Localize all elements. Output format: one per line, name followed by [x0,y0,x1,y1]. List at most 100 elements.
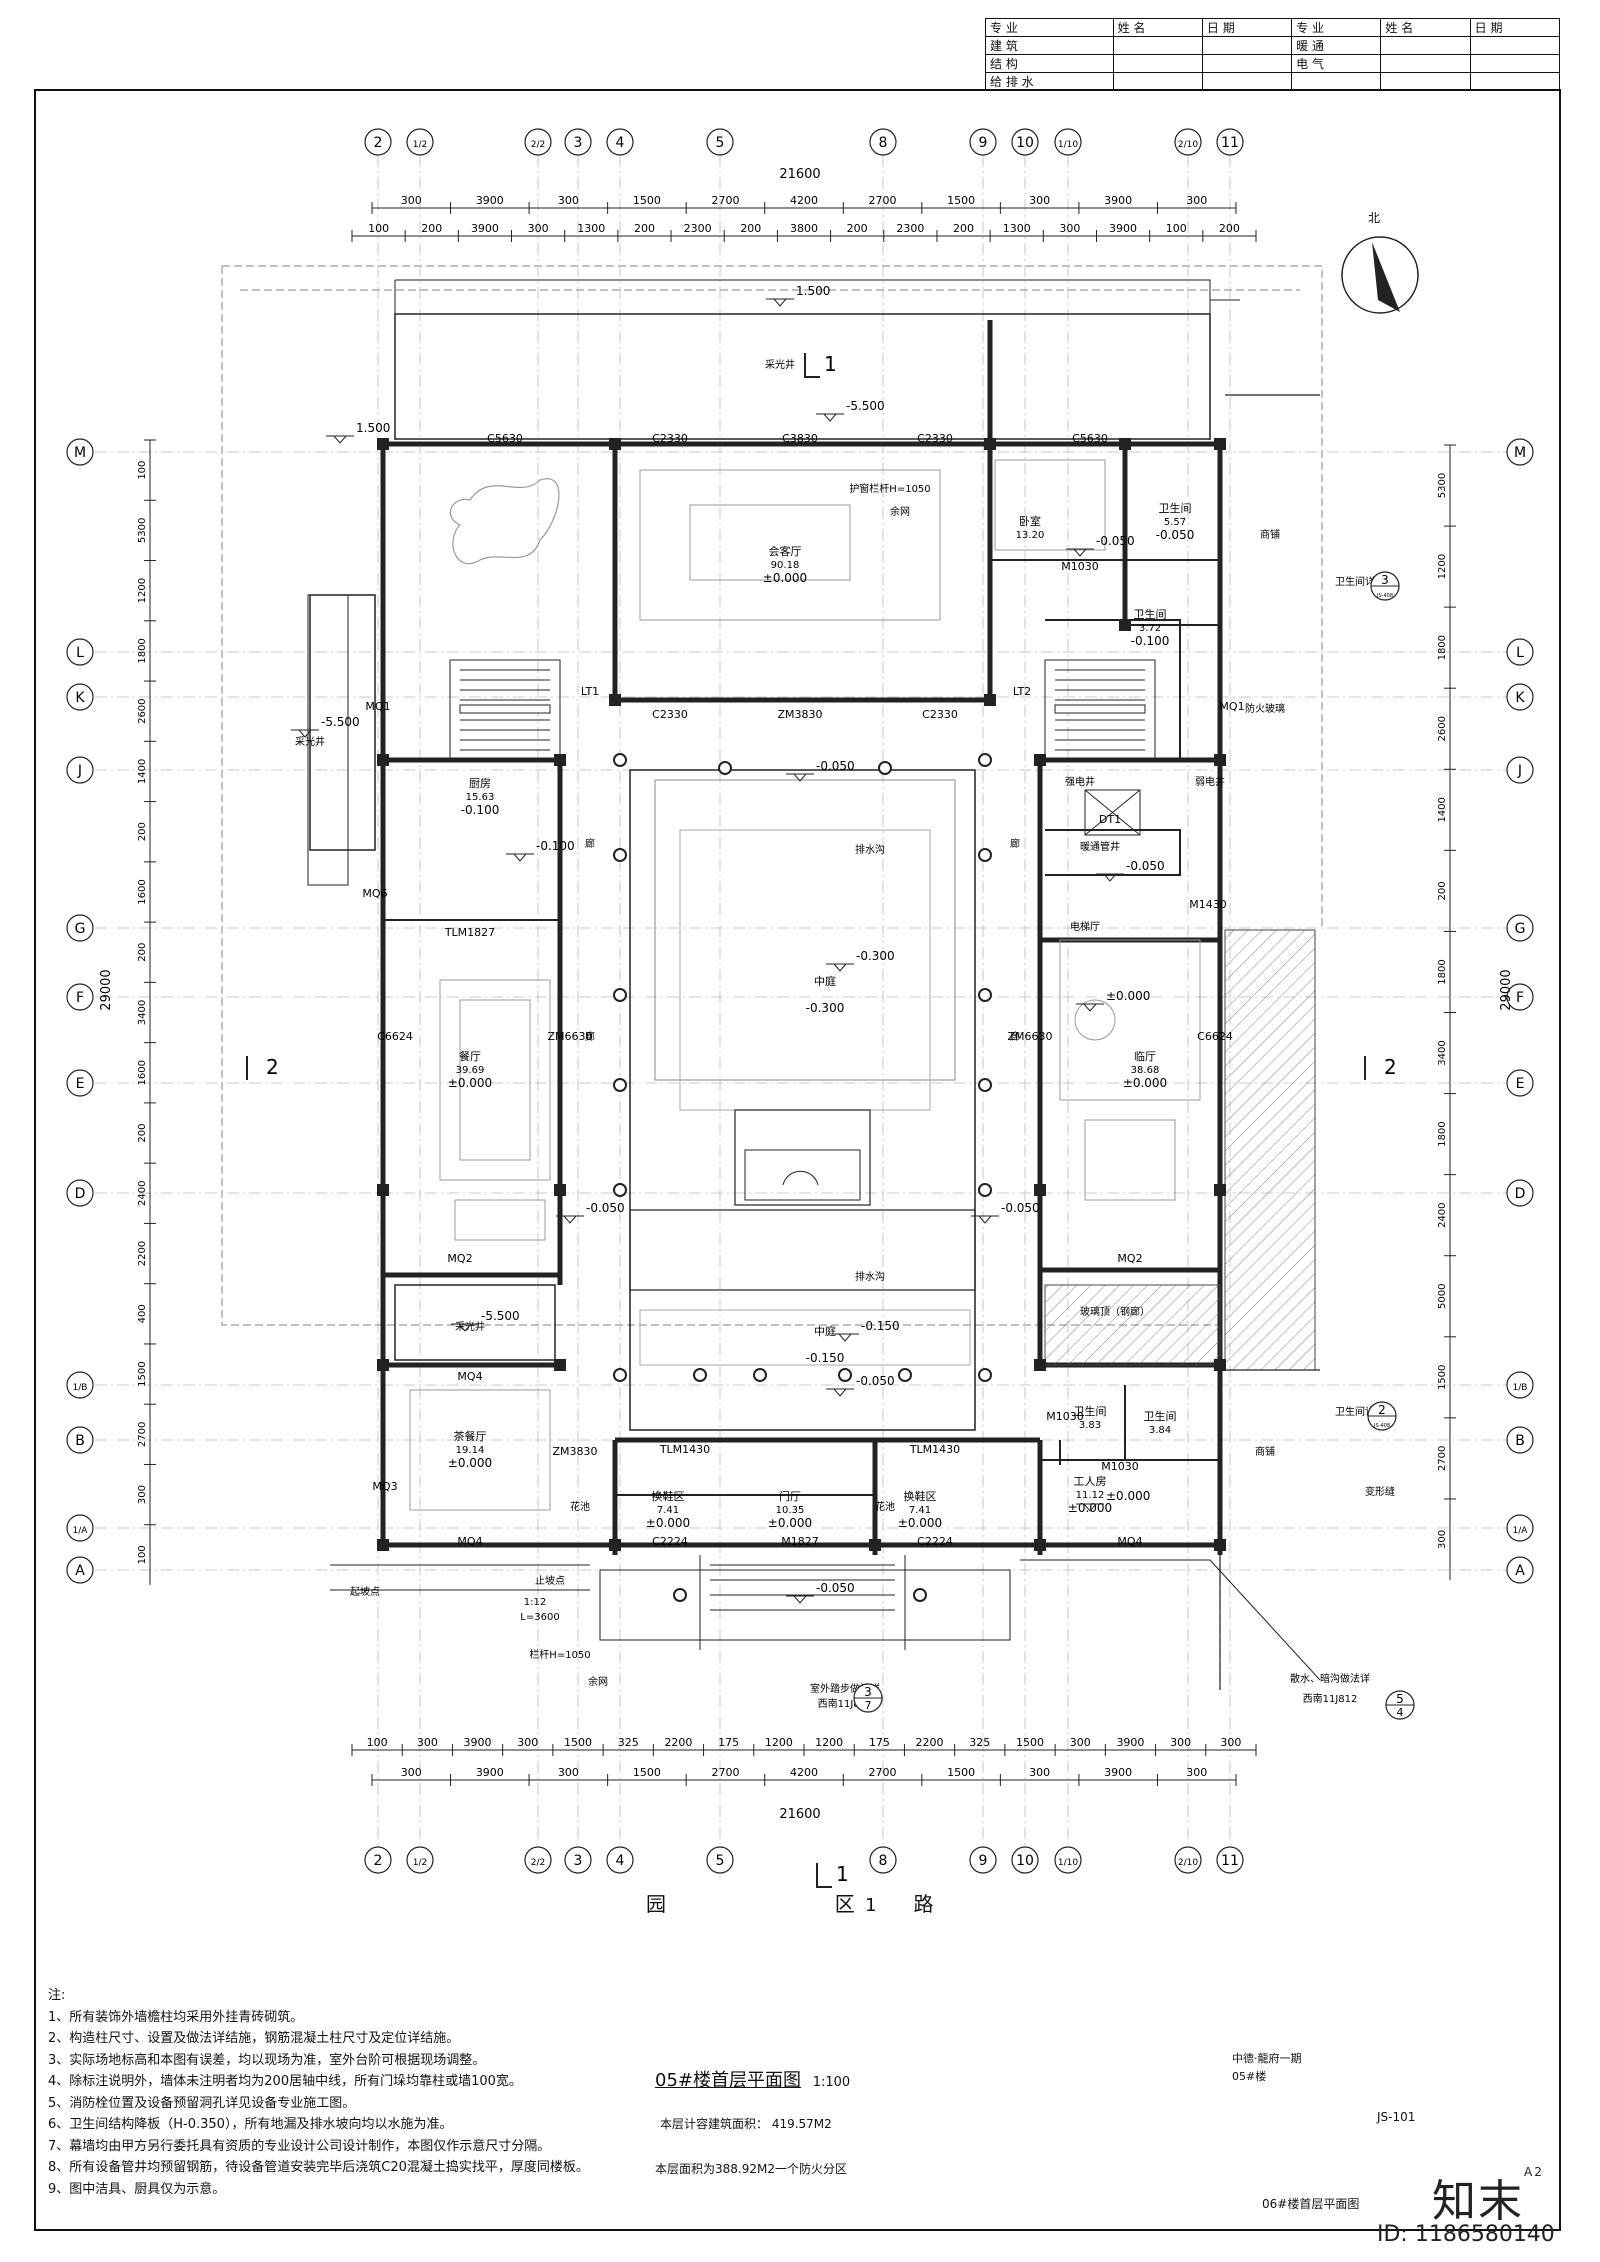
dimension-value: 1200 [765,1736,793,1749]
opening-label: DT1 [1099,813,1121,826]
column [1119,438,1131,450]
dimension-value: 1500 [1437,1365,1448,1390]
dimension-value: 3900 [476,194,504,207]
axis-label: 1/A [73,1526,89,1536]
misc-label: 廊 [585,1030,595,1043]
axis-bubble [1174,1846,1202,1874]
level-value: -0.150 [861,1319,900,1333]
dimension-value: 1800 [137,638,148,663]
title-block-row: 给 排 水 [985,72,1561,91]
dimension-value: 200 [421,222,442,235]
dimension-value: 3900 [1109,222,1137,235]
axis-label: 8 [879,135,888,151]
axis-bubble [66,683,94,711]
axis-bubble [364,1846,392,1874]
opening-label: MQ2 [447,1252,472,1265]
dimension-value: 2700 [869,1766,897,1779]
room-level: -0.100 [1131,634,1170,648]
level-labels: -5.500-5.500-5.5001.5001.500-0.050-0.050… [291,284,1165,1604]
room-name: 厨房 [469,777,491,790]
axis-label: 1/2 [413,1858,427,1868]
grid-lines-vertical [377,155,1231,1850]
dimension-value: 1200 [1437,554,1448,579]
column [1034,1184,1046,1196]
room-area: 39.69 [456,1065,485,1076]
axis-label: 1/2 [413,140,427,150]
dimension-value: 200 [634,222,655,235]
room-level: ±0.000 [646,1516,690,1530]
dimension-value: 1500 [633,1766,661,1779]
dimension-value: 300 [558,194,579,207]
sheet-name: 06#楼首层平面图 [1262,2195,1359,2212]
opening-label: TLM1430 [659,1443,710,1456]
dimension-value: 1800 [1437,635,1448,660]
opening-label: LT1 [581,685,599,698]
dimension-value: 300 [1029,1766,1050,1779]
axis-label: 3 [574,1853,583,1869]
detail-ref-number: 3 [1381,573,1389,587]
column [1119,619,1131,631]
axis-label: 1/B [1513,1383,1528,1393]
room-area: 5.57 [1164,517,1186,528]
axis-bubble [364,128,392,156]
misc-label: 余网 [890,505,910,518]
road-label: 园 区 1 路 [646,1888,935,1917]
level-marker [786,773,814,782]
level-value: -0.050 [816,1581,855,1595]
level-value: -0.100 [536,839,575,853]
axis-label: 4 [616,1853,625,1869]
dimension-value: 300 [517,1736,538,1749]
dimension-value: 300 [401,194,422,207]
dimension-value: 1600 [137,1060,148,1085]
room-level: ±0.000 [768,1516,812,1530]
opening-label: C3830 [782,432,818,445]
axis-bubble [869,128,897,156]
misc-labels: 采光井采光井采光井护窗栏杆H=1050余网商铺商铺防火玻璃排水沟排水沟廊廊廊廊花… [295,358,1395,1710]
dimension-value: 2400 [137,1181,148,1206]
section-mark-label: 2 [1384,1055,1397,1079]
dimension-value: 300 [528,222,549,235]
room-area: 10.35 [776,1505,805,1516]
level-value: -0.050 [1126,859,1165,873]
furniture [409,459,1201,1511]
overall-depth-right: 29000 [1499,969,1514,1010]
dimension-value: 1500 [633,194,661,207]
dimension-value: 1400 [1437,797,1448,822]
brand-name: 知末 [1432,2176,1524,2227]
axis-bubble [1506,1426,1534,1454]
axis-label: 3 [574,135,583,151]
axis-label: B [75,1433,85,1449]
opening-label: C2224 [652,1535,688,1548]
misc-label: 商铺 [1255,1445,1275,1458]
dimension-value: 100 [137,1545,148,1564]
column-round [913,1588,927,1602]
axis-bubble [1506,756,1534,784]
dimension-value: 2700 [711,1766,739,1779]
dimension-left: 1005300120018002600140020016002003400160… [137,439,156,1585]
column-round [673,1588,687,1602]
axis-label: 2/2 [531,140,545,150]
notes-block: 注: 1、所有装饰外墙檐柱均采用外挂青砖砌筑。 2、构造柱尺寸、设置及做法详结施… [48,1985,608,2200]
dimension-value: 1400 [137,759,148,784]
road-char: 园 [646,1892,668,1916]
title-block-cell: 结 构 [985,54,1114,73]
axis-bubble [66,1556,94,1584]
axis-label: G [75,921,86,937]
column [609,1539,621,1551]
misc-label: 玻璃顶（钢廊） [1080,1305,1150,1318]
sheet-code: JS-101 [1377,2110,1416,2124]
area-total: 本层计容建筑面积： 419.57M2 [660,2117,832,2131]
misc-label: 廊 [1010,837,1020,850]
axis-bubble [66,638,94,666]
column-round [613,753,627,767]
level-marker [1076,1503,1104,1512]
column-round [978,988,992,1002]
column [609,694,621,706]
axis-bubble [66,1179,94,1207]
sheet-name-text: 06#楼首层平面图 [1262,2197,1360,2211]
level-value: -5.500 [321,715,360,729]
dimension-value: 3400 [1437,1040,1448,1065]
misc-label: 1:12 [524,1597,546,1608]
